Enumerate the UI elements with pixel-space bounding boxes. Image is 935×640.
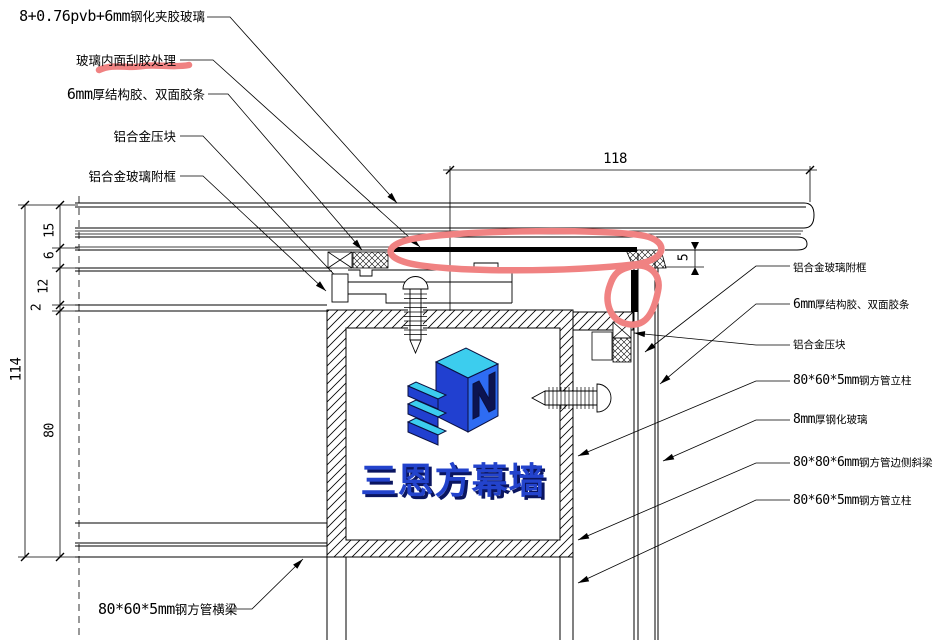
laminated-glass-assembly [75, 202, 815, 251]
dimension-left-chain [18, 200, 78, 562]
leader-line-bottom [227, 558, 304, 610]
dimension-top-width [443, 165, 817, 311]
frame-horizontal-lines [75, 196, 332, 638]
dimension-edge-gap [665, 242, 704, 275]
label-tempered-glass: 8mm厚钢化玻璃 [793, 412, 868, 427]
vertical-glass-pane [633, 253, 659, 640]
self-tapping-screw-vertical [402, 276, 429, 355]
aluminium-extrusion-profile [331, 262, 513, 304]
label-glue-scrape-treatment: 玻璃内面刮胶处理 [75, 54, 176, 68]
glue-scrape-treatment-line [390, 247, 637, 252]
self-tapping-screw-horizontal [531, 383, 612, 413]
label-steel-tube-crossbeam: 80*60*5mm钢方管横梁 [98, 600, 238, 618]
dim-text-6: 6 [42, 251, 58, 260]
label-glass-subframe-right: 铝合金玻璃附框 [793, 262, 867, 274]
label-steel-tube-column-upper: 80*60*5mm钢方管立柱 [793, 373, 912, 388]
dim-text-15: 15 [42, 223, 58, 238]
label-pressure-block-left: 铝合金压块 [113, 130, 176, 144]
label-laminated-glass: 8+0.76pvb+6mm钢化夹胶玻璃 [19, 7, 205, 25]
dim-text-12: 12 [36, 279, 52, 294]
pressure-block-and-glue-left [327, 251, 389, 269]
logo-bar-front-3 [407, 421, 439, 446]
logo-letter-n [472, 371, 496, 420]
steel-tube-mullion [326, 309, 634, 640]
redline-circle-seal-bar [604, 262, 662, 328]
company-logo-cube [406, 347, 500, 446]
dim-text-2: 2 [29, 303, 45, 312]
label-pressure-block-right: 铝合金压块 [793, 339, 846, 351]
label-structural-glue-right: 6mm厚结构胶、双面胶条 [793, 297, 910, 312]
leader-lines-right [577, 265, 790, 584]
label-structural-glue-left: 6mm厚结构胶、双面胶条 [66, 85, 205, 103]
dim-text-118: 118 [603, 151, 627, 167]
redline-underline-annotation [95, 61, 193, 74]
label-laminated-glass-spec: 8+0.76pvb+6mm [19, 7, 130, 25]
dim-text-5: 5 [676, 253, 692, 262]
label-steel-tube-column-lower: 80*60*5mm钢方管立柱 [793, 493, 912, 508]
label-diagonal-beam: 80*80*6mm钢方管边侧斜梁 [793, 455, 933, 470]
dim-text-114: 114 [8, 357, 25, 382]
company-logo-text: 三恩方幕墙 [360, 460, 546, 501]
dim-text-80: 80 [42, 423, 58, 438]
label-glass-subframe-left: 铝合金玻璃附框 [88, 170, 176, 184]
